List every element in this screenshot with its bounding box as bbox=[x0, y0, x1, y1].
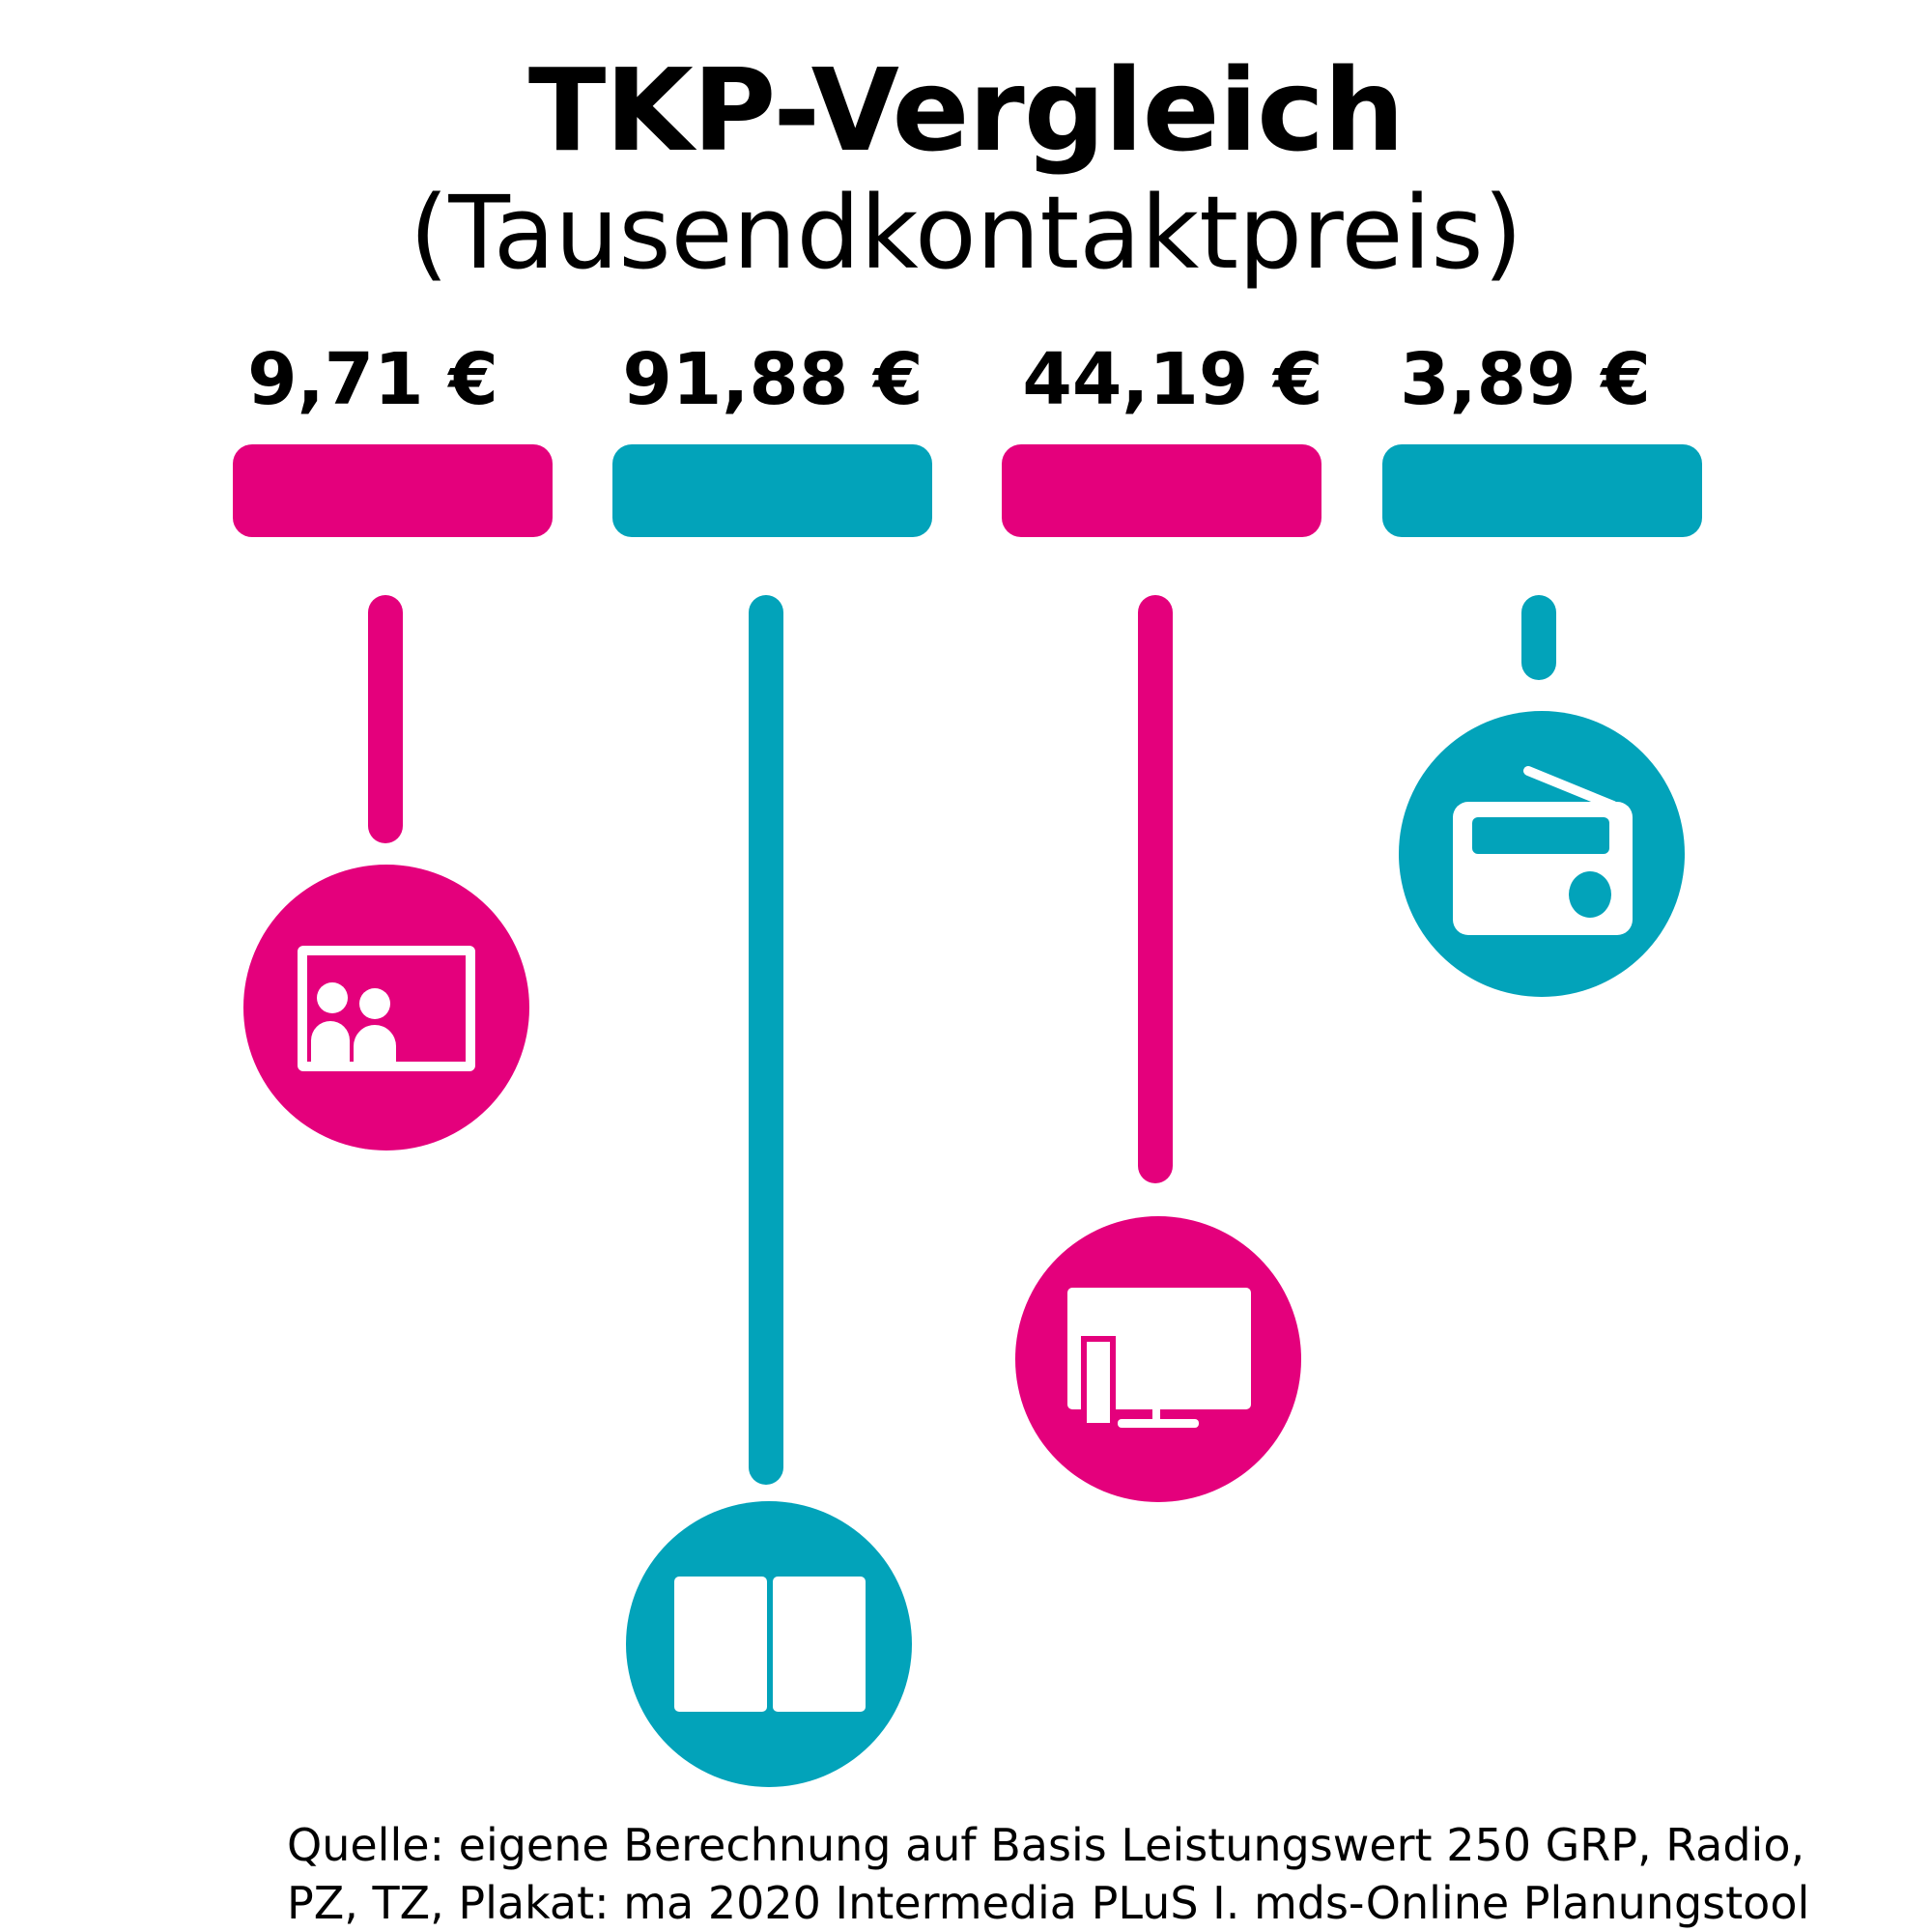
chart-subtitle: (Tausendkontaktpreis) bbox=[409, 174, 1523, 292]
header-bar-print bbox=[612, 444, 932, 537]
value-label-print: 91,88 € bbox=[622, 338, 923, 421]
header-bar-cinema bbox=[233, 444, 553, 537]
stem-print bbox=[749, 595, 783, 1485]
radio-icon bbox=[1399, 711, 1685, 997]
print-icon bbox=[626, 1501, 912, 1787]
stem-tv bbox=[1138, 595, 1173, 1183]
value-label-tv: 44,19 € bbox=[1022, 338, 1323, 421]
cinema-icon bbox=[243, 865, 529, 1151]
value-label-cinema: 9,71 € bbox=[247, 338, 498, 421]
header-bar-radio bbox=[1382, 444, 1702, 537]
stem-radio bbox=[1521, 595, 1556, 680]
source-note: Quelle: eigene Berechnung auf Basis Leis… bbox=[287, 1816, 1809, 1932]
stem-cinema bbox=[368, 595, 403, 843]
header-bar-tv bbox=[1002, 444, 1321, 537]
value-label-radio: 3,89 € bbox=[1400, 338, 1651, 421]
source-line-1: Quelle: eigene Berechnung auf Basis Leis… bbox=[287, 1819, 1805, 1871]
tv-icon bbox=[1015, 1216, 1301, 1502]
source-line-2: PZ, TZ, Plakat: ma 2020 Intermedia PLuS … bbox=[287, 1877, 1810, 1929]
chart-title: TKP-Vergleich bbox=[527, 43, 1405, 177]
